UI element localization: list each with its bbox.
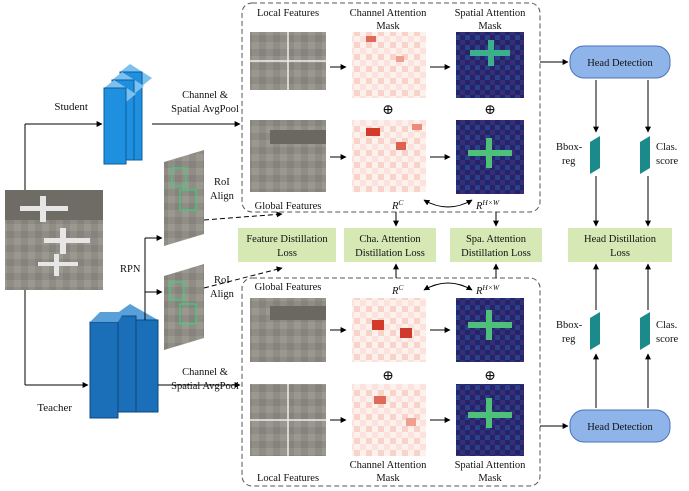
student-network bbox=[103, 64, 152, 165]
panel-arrows bbox=[330, 64, 473, 423]
roi-top-line1: RoI bbox=[214, 177, 230, 188]
svg-text:Head Distillation: Head Distillation bbox=[584, 234, 657, 245]
bbox-reg-top-line1: Bbox- bbox=[556, 142, 583, 153]
rhw-top-label: RH×W bbox=[475, 198, 500, 212]
svg-text:Feature Distillation: Feature Distillation bbox=[246, 234, 328, 245]
pool-bot-line1: Channel & bbox=[182, 367, 228, 378]
svg-text:Cha. Attention: Cha. Attention bbox=[359, 234, 421, 245]
rc-bottom-label: RC bbox=[391, 283, 404, 297]
rhw-bottom-label: RH×W bbox=[475, 283, 500, 297]
channel-masks-top bbox=[352, 32, 426, 192]
rc-top-label: RC bbox=[391, 198, 404, 212]
student-attention-panel bbox=[241, 2, 541, 213]
bbox-reg-bot-line2: reg bbox=[562, 334, 576, 345]
global-features-top-label: Global Features bbox=[255, 201, 322, 212]
head-distillation-loss-box: Head Distillation Loss bbox=[568, 228, 672, 262]
svg-text:Distillation Loss: Distillation Loss bbox=[461, 248, 531, 259]
svg-text:Spa. Attention: Spa. Attention bbox=[466, 234, 527, 245]
head-outputs-bottom bbox=[590, 312, 650, 350]
cls-score-top-line1: Clas. bbox=[656, 142, 677, 153]
cls-score-bot-line2: score bbox=[656, 334, 678, 345]
oplus-spatial-top: ⊕ bbox=[484, 103, 496, 118]
roi-dashed-arrows bbox=[203, 211, 283, 289]
loss-arrows bbox=[393, 59, 569, 429]
spatial-mask-bot-line1: Spatial Attention bbox=[455, 460, 527, 471]
head-outputs-top bbox=[590, 136, 650, 174]
input-connectors bbox=[24, 121, 241, 388]
bbox-reg-top-line2: reg bbox=[562, 156, 576, 167]
local-features-top-label: Local Features bbox=[257, 8, 319, 19]
teacher-network bbox=[89, 304, 159, 419]
input-aerial-image bbox=[5, 190, 103, 290]
student-label: Student bbox=[54, 101, 88, 113]
spatial-mask-bot-line2: Mask bbox=[478, 473, 502, 484]
pool-bot-line2: Spatial AvgPool bbox=[171, 381, 239, 392]
svg-text:Head Detection: Head Detection bbox=[587, 58, 653, 69]
svg-text:Loss: Loss bbox=[277, 248, 297, 259]
roi-crop-bottom bbox=[164, 264, 204, 350]
spatial-masks-bottom bbox=[456, 298, 524, 456]
svg-text:Loss: Loss bbox=[610, 248, 630, 259]
channel-mask-bot-line1: Channel Attention bbox=[350, 460, 427, 471]
svg-text:Distillation Loss: Distillation Loss bbox=[355, 248, 425, 259]
bbox-reg-bot-line1: Bbox- bbox=[556, 320, 583, 331]
head-arrows bbox=[593, 80, 651, 408]
feature-thumbnails-top bbox=[250, 32, 326, 192]
roi-crop-top bbox=[164, 150, 204, 246]
oplus-channel-top: ⊕ bbox=[382, 103, 394, 118]
spatial-masks-top bbox=[456, 32, 524, 194]
oplus-channel-bottom: ⊕ bbox=[382, 369, 394, 384]
head-detection-bottom: Head Detection bbox=[569, 409, 671, 443]
teacher-label: Teacher bbox=[37, 402, 72, 414]
oplus-spatial-bottom: ⊕ bbox=[484, 369, 496, 384]
spatial-mask-top-line1: Spatial Attention bbox=[455, 8, 527, 19]
channel-mask-top-line2: Mask bbox=[376, 21, 400, 32]
rpn-label: RPN bbox=[120, 264, 141, 275]
feature-distillation-loss-box: Feature Distillation Loss bbox=[238, 228, 336, 262]
roi-top-line2: Align bbox=[210, 191, 235, 202]
head-detection-top: Head Detection bbox=[569, 45, 671, 79]
teacher-attention-panel bbox=[241, 277, 541, 487]
channel-masks-bottom bbox=[352, 298, 426, 456]
pool-top-line1: Channel & bbox=[182, 90, 228, 101]
channel-mask-top-line1: Channel Attention bbox=[350, 8, 427, 19]
spatial-attention-loss-box: Spa. Attention Distillation Loss bbox=[450, 228, 542, 262]
global-features-bot-label: Global Features bbox=[255, 282, 322, 293]
local-features-bot-label: Local Features bbox=[257, 473, 319, 484]
cls-score-top-line2: score bbox=[656, 156, 678, 167]
channel-attention-loss-box: Cha. Attention Distillation Loss bbox=[344, 228, 436, 262]
cls-score-bot-line1: Clas. bbox=[656, 320, 677, 331]
svg-text:Head Detection: Head Detection bbox=[587, 422, 653, 433]
roi-bot-line1: RoI bbox=[214, 275, 230, 286]
roi-bot-line2: Align bbox=[210, 289, 235, 300]
feature-thumbnails-bottom bbox=[250, 298, 326, 456]
spatial-mask-top-line2: Mask bbox=[478, 21, 502, 32]
pool-top-line2: Spatial AvgPool bbox=[171, 104, 239, 115]
channel-mask-bot-line2: Mask bbox=[376, 473, 400, 484]
